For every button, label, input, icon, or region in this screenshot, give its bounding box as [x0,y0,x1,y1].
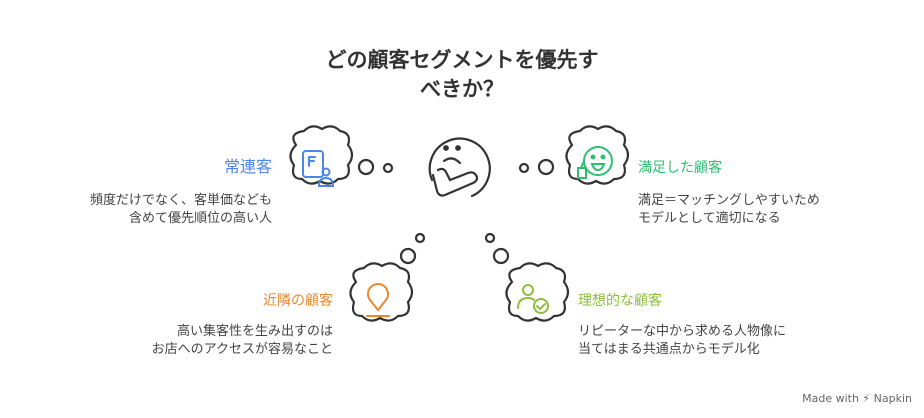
item-desc-satisfied-customers-1: 満足＝マッチングしやすいため [638,193,820,208]
item-label-ideal-customers: 理想的な顧客 [578,293,662,309]
item-desc-regular-customers-2: 含めて優先順位の高い人 [128,211,272,226]
title-line-1: どの顧客セグメントを優先す [325,48,599,72]
title-line-2: べきか？ [420,77,504,101]
item-label-regular-customers: 常連客 [223,157,272,176]
thinking-face-icon [428,137,491,198]
thumbs-up-smile-icon [577,146,613,179]
made-with-napkin-footer[interactable]: Made with ⚡ Napkin [802,392,912,405]
location-pin-icon [366,283,390,317]
cloud-shapes [289,125,630,322]
item-desc-satisfied-customers-2: モデルとして適切になる [638,211,781,226]
item-desc-ideal-customers-2: 当てはまる共通点からモデル化 [578,342,760,357]
item-desc-nearby-customers-2: お店へのアクセスが容易なこと [151,342,333,357]
item-desc-ideal-customers-1: リピーターな中から求める人物像に [578,324,787,339]
item-desc-regular-customers-1: 頻度だけでなく、客単価なども [89,193,272,208]
customer-card-icon [302,150,335,187]
item-label-satisfied-customers: 満足した顧客 [638,160,722,176]
diagram-title: どの顧客セグメントを優先す べきか？ [0,46,924,104]
item-desc-nearby-customers-1: 高い集客性を生み出すのは [176,324,333,339]
thought-bubbles [357,158,555,265]
item-label-nearby-customers: 近隣の顧客 [263,293,333,309]
user-check-icon [517,284,549,314]
